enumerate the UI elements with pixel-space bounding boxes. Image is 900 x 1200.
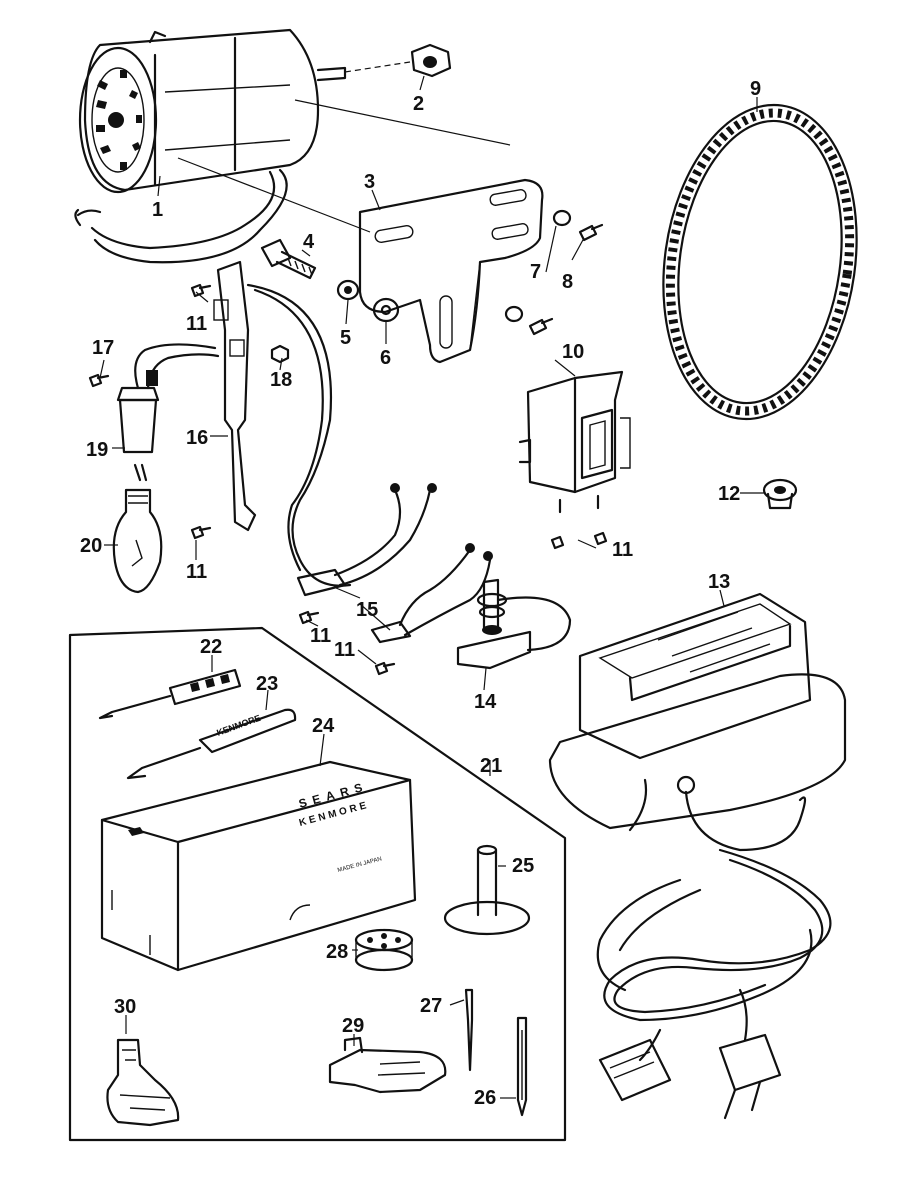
label-part-8: 8 <box>562 271 573 293</box>
spool-pin <box>443 844 531 936</box>
screwdriver-brand-text: KENMORE <box>215 713 262 738</box>
bobbin <box>354 928 414 972</box>
bolt <box>260 238 317 280</box>
lock-washer <box>336 279 360 301</box>
lamp-socket <box>116 343 220 482</box>
label-part-1: 1 <box>152 199 163 221</box>
label-part-10: 10 <box>562 341 584 363</box>
label-part-15: 15 <box>356 599 378 621</box>
box-small-text: MADE IN JAPAN <box>337 856 383 874</box>
label-part-16: 16 <box>186 427 208 449</box>
controller-unit <box>518 370 631 514</box>
label-part-11-c: 11 <box>310 625 331 647</box>
label-part-5: 5 <box>340 327 351 349</box>
lamp-bracket <box>213 260 352 587</box>
nut <box>344 43 452 78</box>
label-part-9: 9 <box>750 78 761 100</box>
label-part-11-e: 11 <box>612 539 633 561</box>
needle <box>464 988 474 1072</box>
label-part-11-a: 11 <box>186 313 207 335</box>
label-part-29: 29 <box>342 1015 364 1037</box>
label-part-12: 12 <box>718 483 740 505</box>
accessory-kit-panel <box>68 626 567 1142</box>
label-part-13: 13 <box>708 571 730 593</box>
label-part-26: 26 <box>474 1087 496 1109</box>
large-screwdriver: KENMORE <box>126 708 297 780</box>
label-part-11-d: 11 <box>334 639 355 661</box>
label-part-11-b: 11 <box>186 561 207 583</box>
motor <box>74 28 347 264</box>
label-part-17: 17 <box>92 337 114 359</box>
light-bulb <box>112 488 163 594</box>
foot-control <box>548 592 847 852</box>
label-part-22: 22 <box>200 636 222 658</box>
label-part-14: 14 <box>474 691 497 713</box>
flat-washer <box>372 297 400 323</box>
label-part-3: 3 <box>364 171 375 193</box>
label-part-30: 30 <box>114 996 136 1018</box>
drive-belt <box>662 103 858 421</box>
label-part-25: 25 <box>512 855 534 877</box>
label-part-20: 20 <box>80 535 102 557</box>
presser-foot <box>328 1036 447 1094</box>
label-part-2: 2 <box>413 93 424 115</box>
small-screws <box>88 283 608 676</box>
label-part-6: 6 <box>380 347 391 369</box>
mounting-bracket <box>358 178 544 364</box>
long-needle <box>516 1016 528 1117</box>
label-part-19: 19 <box>86 439 108 461</box>
label-part-27: 27 <box>420 995 442 1017</box>
washers-and-screws <box>504 209 604 336</box>
zipper-foot <box>106 1038 180 1127</box>
part-numbers: 1 2 3 4 5 6 7 8 9 10 11 11 11 11 11 12 1… <box>80 78 761 1109</box>
label-part-28: 28 <box>326 941 348 963</box>
small-screwdriver <box>98 668 242 720</box>
leader-lines <box>99 75 764 1099</box>
label-part-7: 7 <box>530 261 541 283</box>
label-part-23: 23 <box>256 673 278 695</box>
label-part-4: 4 <box>303 231 315 253</box>
label-part-18: 18 <box>270 369 292 391</box>
rheostat <box>456 578 572 670</box>
label-part-24: 24 <box>312 715 335 737</box>
label-part-21: 21 <box>480 755 502 777</box>
wiring-harness <box>296 483 493 644</box>
power-cord <box>596 848 832 1120</box>
bushing <box>762 478 798 510</box>
